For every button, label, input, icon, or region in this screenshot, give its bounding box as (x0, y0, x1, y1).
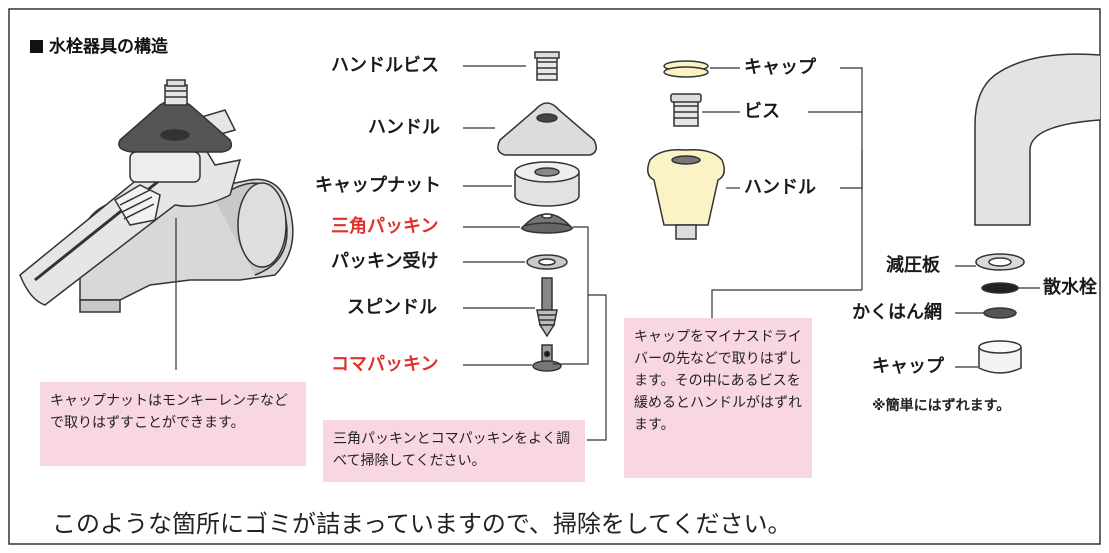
middle-left-leaders (463, 65, 607, 441)
label-aerator: 散水栓 (1043, 277, 1097, 298)
middle-right-leaders (702, 67, 863, 318)
label-handle-screw: ハンドルビス (331, 55, 439, 76)
label-top-packing: コマパッキン (331, 354, 439, 375)
label-cap-nut: キャップナット (315, 175, 441, 196)
bottom-caption: このような箇所にゴミが詰まっていますので、掃除をしてください。 (52, 510, 792, 538)
label-spindle: スピンドル (347, 297, 437, 318)
packing-note: 三角パッキンとコマパッキンをよく調べて掃除してください。 (323, 420, 585, 482)
exploded-parts (497, 51, 597, 372)
cap-note: キャップをマイナスドライバーの先などで取りはずします。その中にあるビスを緩めると… (624, 318, 812, 478)
right-leaders (955, 265, 1040, 368)
label-pressure-plate: 減圧板 (886, 255, 940, 276)
label-triangle-packing: 三角パッキン (331, 216, 439, 237)
title-square-icon (30, 40, 43, 53)
title-text: 水栓器具の構造 (49, 37, 168, 57)
label-handle-cream: ハンドル (744, 177, 816, 198)
spout-illustration (974, 53, 1101, 374)
label-cap-top: キャップ (744, 57, 816, 78)
label-cap-bottom: キャップ (872, 356, 944, 377)
diagram-title: 水栓器具の構造 (30, 32, 168, 57)
wrench-note: キャップナットはモンキーレンチなどで取りはずすことができます。 (40, 382, 306, 466)
label-screw: ビス (744, 101, 780, 122)
cap-handle-illustration (647, 60, 725, 240)
label-packing-seat: パッキン受け (331, 251, 439, 272)
outer-border (8, 8, 1101, 545)
label-mesh: かくはん網 (852, 302, 942, 323)
label-handle: ハンドル (368, 117, 440, 138)
wrench-faucet-illustration (19, 79, 294, 313)
easy-removal-note: ※簡単にはずれます。 (872, 398, 1011, 414)
